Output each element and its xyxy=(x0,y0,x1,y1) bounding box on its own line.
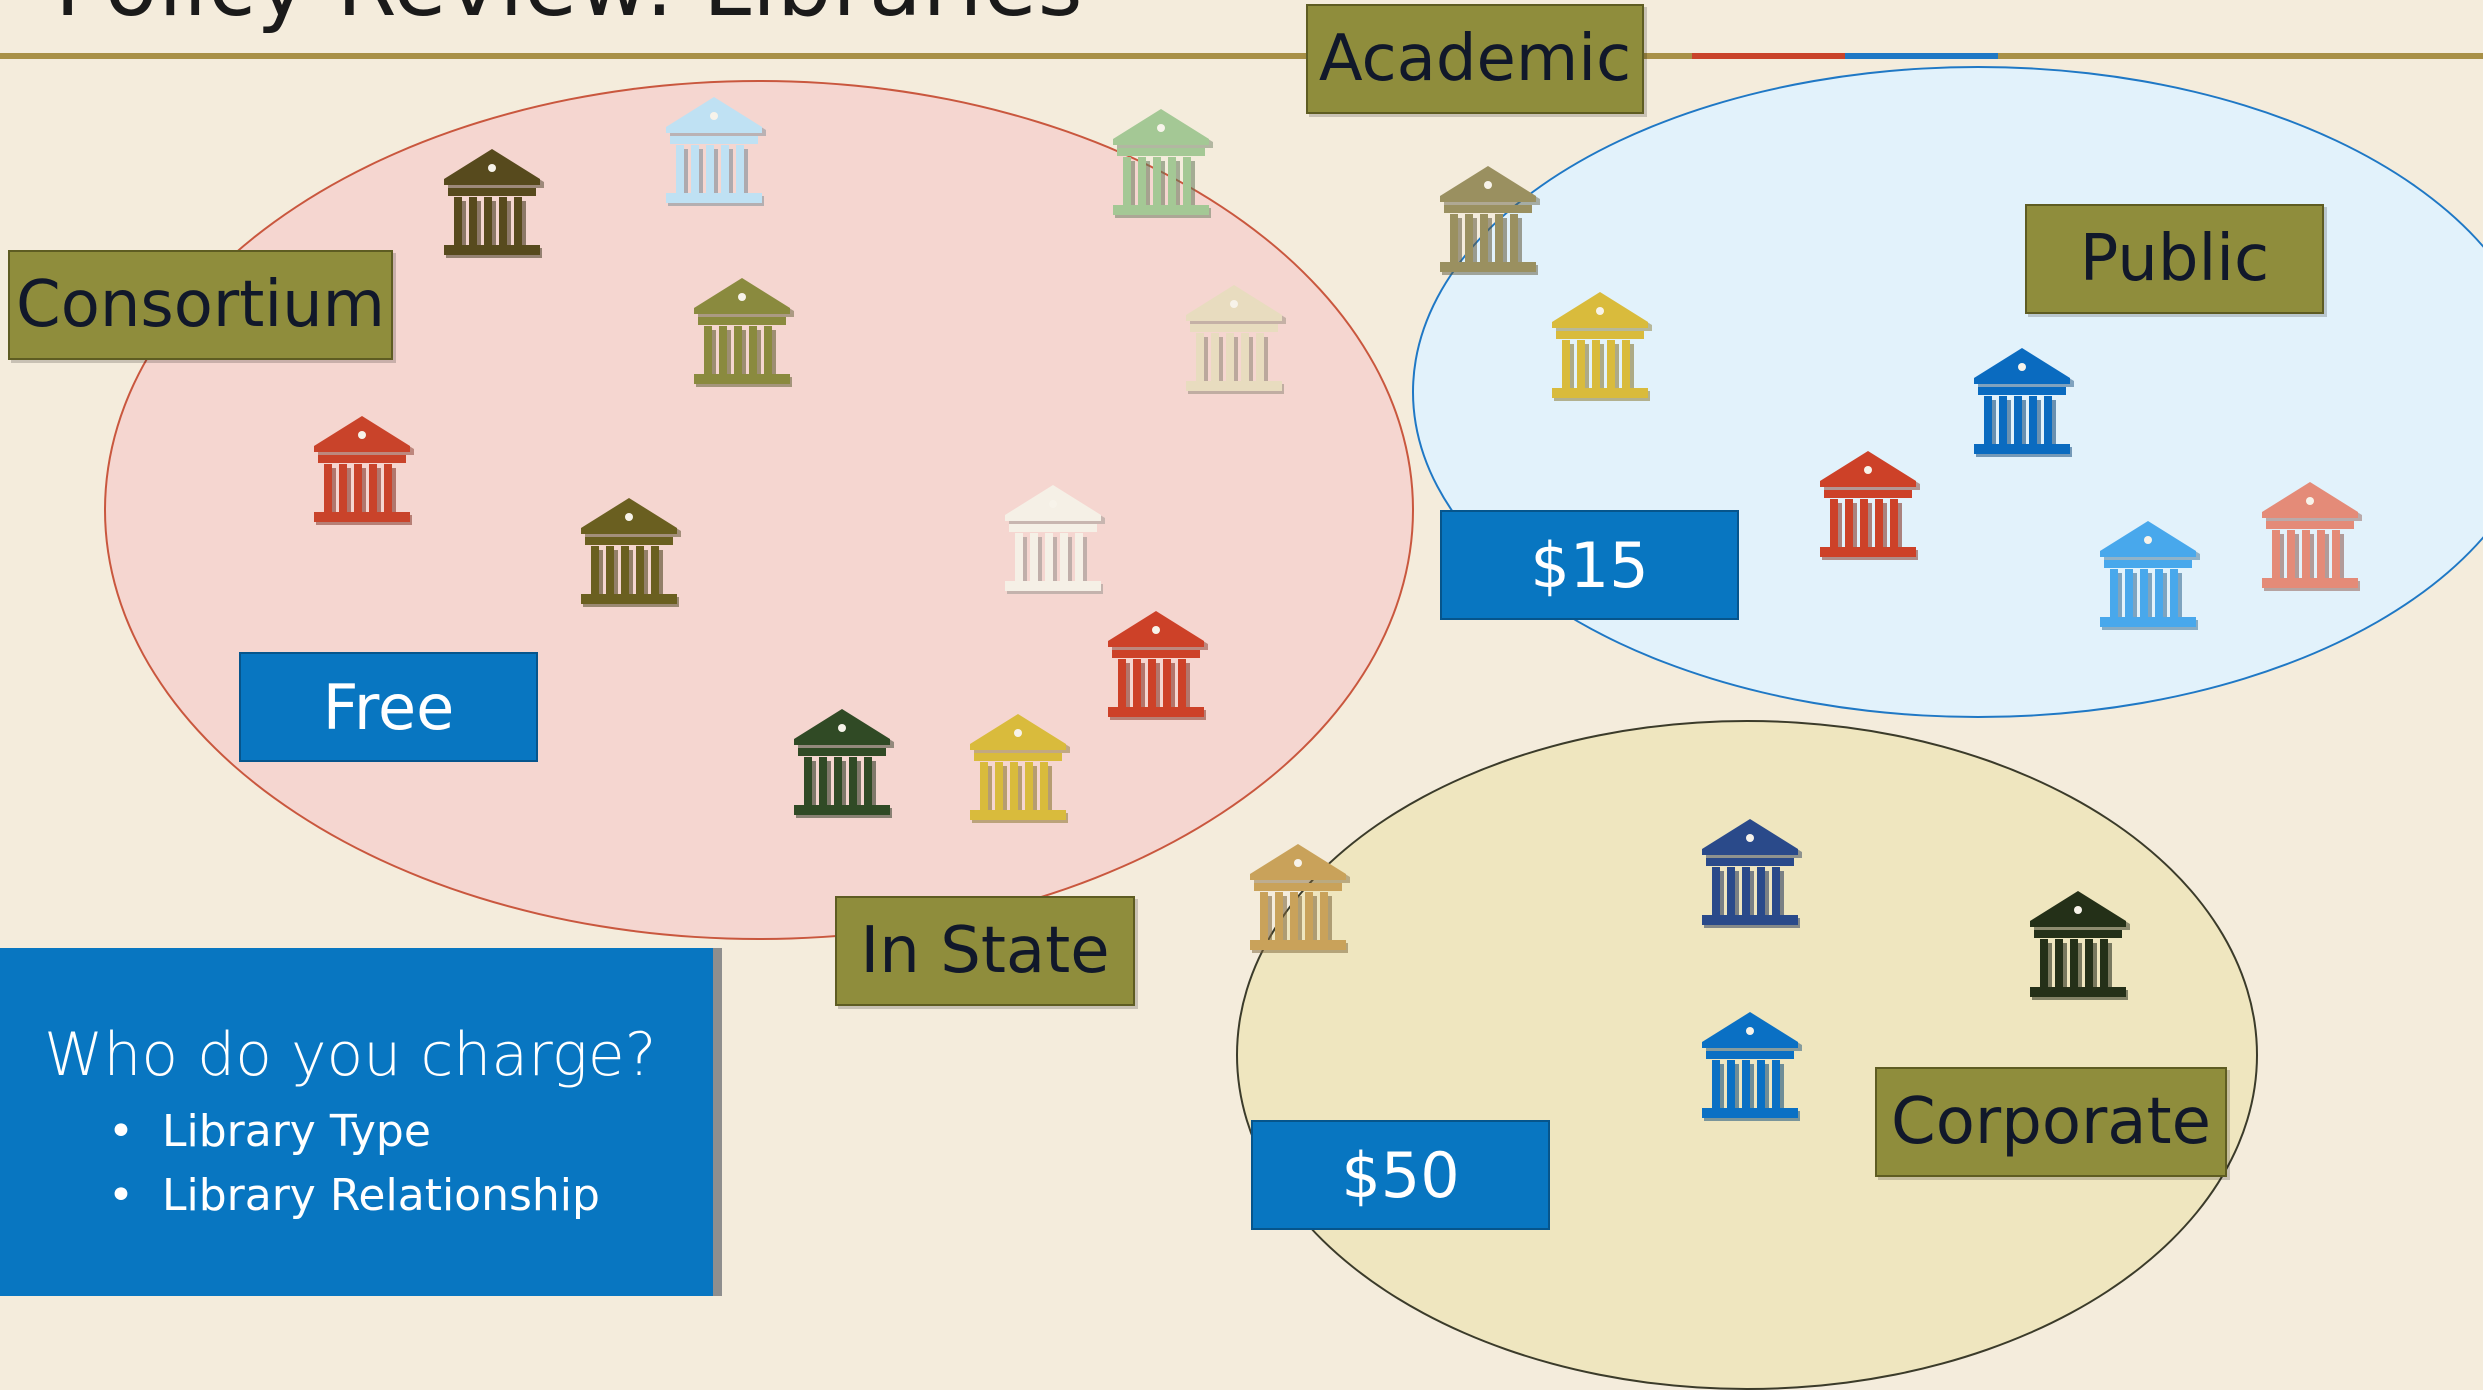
label-public: Public xyxy=(2025,204,2324,314)
price-free: Free xyxy=(239,652,538,762)
library-icon xyxy=(2254,478,2366,604)
library-icon xyxy=(1432,162,1544,288)
label-in-state: In State xyxy=(835,896,1135,1006)
label-consortium: Consortium xyxy=(8,250,393,360)
library-icon xyxy=(1812,447,1924,573)
library-icon xyxy=(1242,840,1354,966)
question-list: Library Type Library Relationship xyxy=(44,1100,713,1228)
library-icon xyxy=(1100,607,1212,733)
consortium-ellipse xyxy=(104,80,1414,940)
question-title: Who do you charge? xyxy=(44,1020,657,1090)
library-icon xyxy=(1694,1008,1806,1134)
question-item-library-type: Library Type xyxy=(108,1100,713,1164)
label-corporate: Corporate xyxy=(1875,1067,2227,1177)
price-15: $15 xyxy=(1440,510,1739,620)
library-icon xyxy=(686,274,798,400)
library-icon xyxy=(2022,887,2134,1013)
library-icon xyxy=(306,412,418,538)
library-icon xyxy=(786,705,898,831)
title-rule-accent-red xyxy=(1692,53,1845,59)
title-rule-accent-blue xyxy=(1845,53,1998,59)
library-icon xyxy=(436,145,548,271)
library-icon xyxy=(1966,344,2078,470)
question-item-library-relationship: Library Relationship xyxy=(108,1164,713,1228)
library-icon xyxy=(1544,288,1656,414)
label-academic: Academic xyxy=(1306,4,1644,114)
title-rule xyxy=(0,53,1692,59)
slide-title: Policy Review: Libraries xyxy=(55,0,1084,36)
library-icon xyxy=(962,710,1074,836)
library-icon xyxy=(658,93,770,219)
library-icon xyxy=(573,494,685,620)
library-icon xyxy=(2092,517,2204,643)
price-50: $50 xyxy=(1251,1120,1550,1230)
library-icon xyxy=(997,481,1109,607)
library-icon xyxy=(1105,105,1217,231)
slide: Policy Review: Libraries Academic Public… xyxy=(0,0,2483,1296)
library-icon xyxy=(1694,815,1806,941)
library-icon xyxy=(1178,281,1290,407)
question-box: Who do you charge? Library Type Library … xyxy=(0,948,713,1296)
title-rule-end xyxy=(1998,53,2483,59)
